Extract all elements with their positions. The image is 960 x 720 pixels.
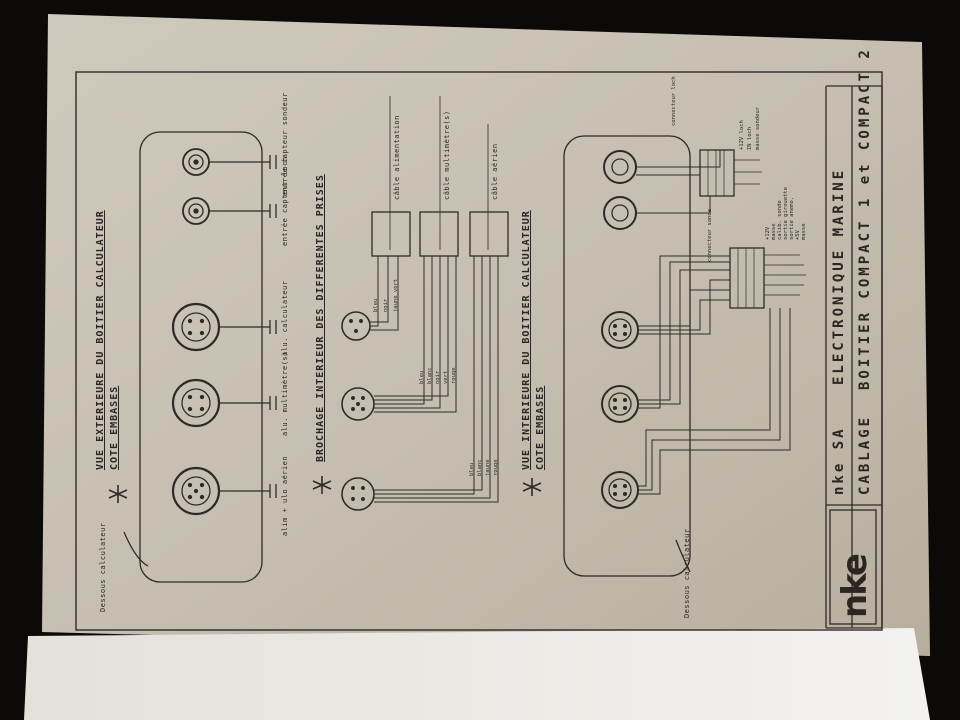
wire-aerien-4: rouge [493, 459, 499, 476]
connector-label-2: alu. multimètre(s) [281, 351, 289, 436]
cable-label-aerien: câble aérien [491, 143, 499, 200]
exterior-housing [139, 131, 263, 583]
asterisk-3 [522, 478, 542, 496]
wire-aerien-2: blanc [477, 459, 483, 476]
terminal-top-3: IN loch [747, 126, 753, 150]
interior-housing [563, 135, 691, 577]
heading-exterior-1: VUE EXTERIEURE DU BOITIER CALCULATEUR [95, 210, 106, 470]
terminal-top-2: +12V loch [739, 120, 745, 150]
terminal-mid-1: connecteur sonde [707, 209, 713, 262]
wire-alim-2: noir [383, 298, 389, 312]
nke-logo: nke [835, 555, 875, 618]
company-name: nke SA [831, 426, 847, 495]
wire-multi-3: noir [435, 370, 441, 384]
base-label-interior: Dessous calculateur [683, 528, 691, 618]
drawing-subject: CABLAGE [857, 414, 873, 495]
connector-label-3: alu. calculateur [281, 280, 289, 356]
terminal-mid-8: masse [801, 223, 807, 240]
block-aerien [469, 211, 509, 257]
wire-multi-5: rouge [451, 367, 457, 384]
cable-label-multi: câble multimètre(s) [443, 110, 451, 200]
terminal-block-sonde [729, 247, 765, 309]
asterisk-2 [312, 476, 332, 494]
heading-exterior-2: COTE EMBASES [109, 385, 120, 470]
terminal-top-1: connecteur loch [671, 76, 677, 126]
heading-pinout: BROCHAGE INTERIEUR DES DIFFERENTES PRISE… [315, 174, 326, 462]
wire-aerien-3: jaune [485, 459, 491, 476]
wire-multi-1: bleu [419, 370, 425, 384]
asterisk-1 [108, 485, 128, 503]
logo-box [829, 509, 877, 625]
next-page [24, 628, 930, 720]
heading-interior-2: COTE EMBASES [535, 385, 546, 470]
block-alimentation [371, 211, 411, 257]
heading-interior-1: VUE INTERIEURE DU BOITIER CALCULATEUR [521, 210, 532, 470]
wire-alim-3: jaune vert [393, 278, 399, 312]
connector-label-1: alim + ulo aérien [281, 455, 289, 536]
drawing-title: BOITIER COMPACT 1 et COMPACT 2 [857, 47, 873, 390]
base-label-exterior: Dessous calculateur [99, 522, 107, 612]
wire-multi-4: vert [443, 370, 449, 384]
terminal-top-4: masse sondeur [755, 106, 761, 150]
wire-multi-2: blanc [427, 367, 433, 384]
wire-aerien-1: bleu [469, 462, 475, 476]
terminal-block-loch [699, 149, 735, 197]
cable-label-alim: câble alimentation [393, 115, 401, 200]
wire-alim-1: bleu [373, 298, 379, 312]
connector-label-5: entrée capteur sondeur [281, 92, 289, 196]
block-multimetre [419, 211, 459, 257]
division-name: ELECTRONIQUE MARINE [831, 167, 847, 385]
